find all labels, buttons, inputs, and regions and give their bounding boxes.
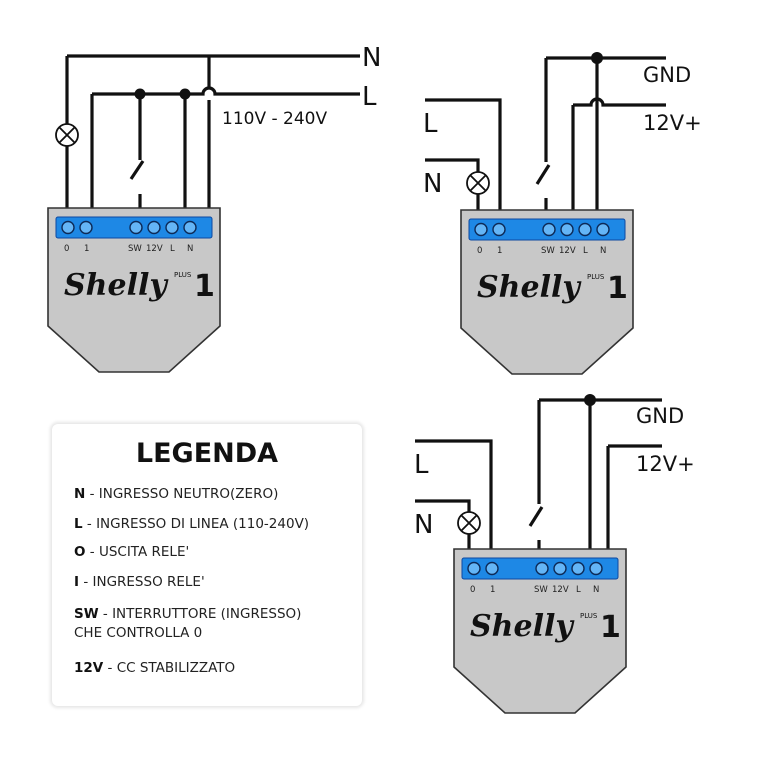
terminal-label-l: L (170, 244, 175, 254)
label-l: L (423, 109, 438, 139)
legend-key: 12V (74, 660, 104, 676)
label-l: L (362, 82, 377, 112)
legend-item-o: O - USCITA RELE' (74, 542, 189, 562)
terminal-label-sw: SW (541, 246, 555, 256)
label-gnd: GND (636, 404, 684, 428)
terminal-label-12v: 12V (552, 585, 569, 595)
line-wire (92, 86, 360, 96)
legend-item-sw: SW - INTERRUTTORE (INGRESSO) (74, 604, 301, 624)
label-12v-plus: 12V+ (643, 111, 702, 135)
terminal-label-sw: SW (128, 244, 142, 254)
legend-key: L (74, 516, 83, 532)
brand-logo: Shelly (64, 268, 169, 303)
legend-item-12v: 12V - CC STABILIZZATO (74, 658, 235, 678)
switch-contact (528, 506, 544, 527)
label-n: N (414, 510, 433, 540)
legend-text: - INGRESSO RELE' (79, 574, 205, 590)
brand-plus: PLUS (580, 612, 598, 620)
legend-text: - CC STABILIZZATO (103, 660, 236, 676)
terminal-label-1: 1 (497, 246, 502, 256)
brand-logo: Shelly (470, 609, 575, 644)
legend-key: SW (74, 606, 99, 622)
legend-text: - INTERRUTTORE (INGRESSO) (98, 606, 302, 622)
line-wire (415, 439, 493, 561)
brand-model: 1 (607, 271, 628, 306)
junction-dot (134, 88, 146, 100)
legend-panel: LEGENDA N - INGRESSO NEUTRO(ZERO) L - IN… (52, 424, 362, 706)
terminal-label-1: 1 (84, 244, 89, 254)
terminal-label-12v: 12V (559, 246, 576, 256)
brand-plus: PLUS (174, 271, 192, 279)
diagram-top-right (425, 56, 666, 222)
label-n: N (362, 43, 381, 73)
legend-item-l: L - INGRESSO DI LINEA (110-240V) (74, 514, 309, 534)
legend-key: O (74, 544, 86, 560)
terminal-label-0: 0 (64, 244, 69, 254)
legend-text: - INGRESSO DI LINEA (110-240V) (82, 516, 310, 532)
junction-dot (591, 52, 603, 64)
shelly-device-top-left: 0 1 SW 12V L N Shelly PLUS 1 (47, 207, 221, 373)
lamp-icon (457, 511, 481, 535)
terminal-label-0: 0 (470, 585, 475, 595)
diagram-top-left (65, 54, 360, 220)
brand-model: 1 (194, 269, 215, 304)
lamp-icon (55, 123, 79, 147)
legend-text: - USCITA RELE' (85, 544, 190, 560)
legend-title: LEGENDA (135, 438, 279, 469)
label-12v-plus: 12V+ (636, 452, 695, 476)
voltage-label: 110V - 240V (222, 109, 327, 129)
label-l: L (414, 450, 429, 480)
diagram-bottom-right (415, 398, 662, 561)
terminal-label-0: 0 (477, 246, 482, 256)
junction-dot (179, 88, 191, 100)
terminal-label-n: N (187, 244, 193, 254)
terminal-label-l: L (583, 246, 588, 256)
legend-item-sw-cont: CHE CONTROLLA 0 (74, 623, 202, 643)
terminal-label-1: 1 (490, 585, 495, 595)
junction-dot (584, 394, 596, 406)
12v-wire (573, 97, 666, 107)
terminal-label-sw: SW (534, 585, 548, 595)
terminal-label-n: N (600, 246, 606, 256)
neutral-wire (425, 158, 480, 172)
legend-text: CHE CONTROLLA 0 (74, 625, 203, 641)
terminal-label-n: N (593, 585, 599, 595)
shelly-device-bottom-right: 0 1 SW 12V L N Shelly PLUS 1 (453, 548, 627, 714)
legend-item-i: I - INGRESSO RELE' (74, 572, 205, 592)
label-gnd: GND (643, 63, 691, 87)
neutral-wire (415, 499, 471, 512)
brand-logo: Shelly (477, 270, 582, 305)
lamp-icon (466, 171, 490, 195)
switch-contact (535, 164, 551, 185)
legend-text: - INGRESSO NEUTRO(ZERO) (85, 486, 279, 502)
legend-item-n: N - INGRESSO NEUTRO(ZERO) (74, 484, 278, 504)
legend-key: N (74, 486, 86, 502)
legend-key: I (74, 574, 80, 590)
brand-model: 1 (600, 610, 621, 645)
terminal-label-l: L (576, 585, 581, 595)
terminal-label-12v: 12V (146, 244, 163, 254)
brand-plus: PLUS (587, 273, 605, 281)
label-n: N (423, 169, 442, 199)
shelly-device-top-right: 0 1 SW 12V L N Shelly PLUS 1 (460, 209, 634, 375)
switch-contact (129, 160, 145, 180)
line-wire (425, 98, 502, 222)
